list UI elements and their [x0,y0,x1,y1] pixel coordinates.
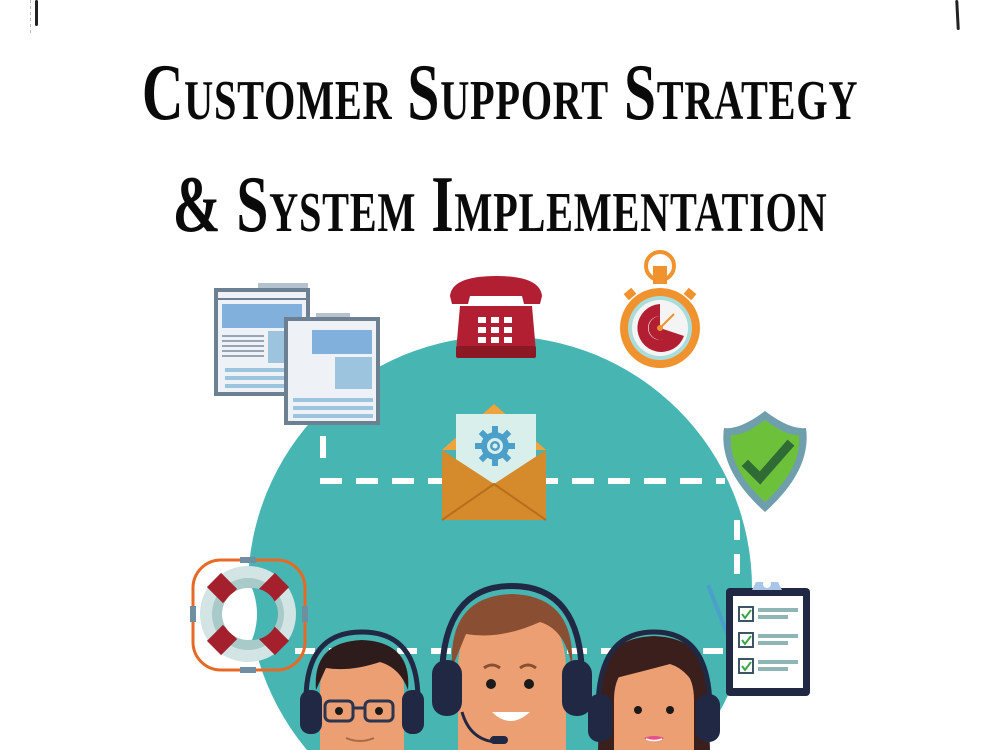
telephone-icon [450,276,542,358]
agent-center [432,582,592,750]
title-line-1: Customer Support Strategy [141,49,859,137]
lifebuoy-icon [190,557,308,673]
email-settings-icon [441,404,547,521]
stopwatch-icon [620,250,700,368]
agent-woman [588,629,720,750]
browser-windows-icon [214,283,380,425]
corner-brush-mark-left [30,0,38,36]
shield-check-icon [723,411,807,512]
agent-glasses [300,629,424,750]
title-line-2: & System Implementation [172,161,828,249]
clipboard-checklist-icon [706,580,810,696]
